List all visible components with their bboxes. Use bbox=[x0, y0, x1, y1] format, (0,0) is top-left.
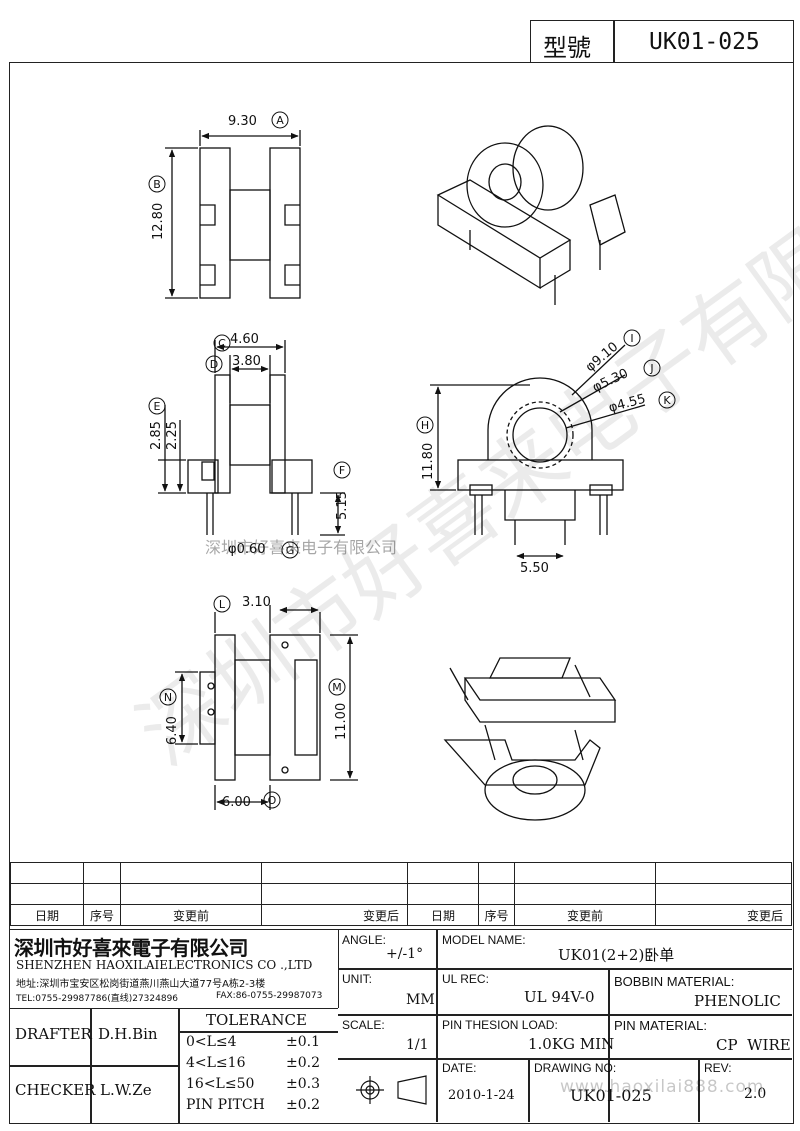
angle-value: +/-1° bbox=[386, 946, 424, 962]
scale-label: SCALE: bbox=[342, 1018, 385, 1032]
dim-side-outer: 4.60 bbox=[230, 332, 259, 347]
projection-symbol-icon bbox=[356, 1075, 427, 1105]
tag-f: F bbox=[339, 464, 345, 477]
tag-j: J bbox=[649, 362, 653, 375]
top-view bbox=[165, 130, 301, 299]
unit-label: UNIT: bbox=[342, 972, 372, 986]
tag-k: K bbox=[663, 394, 671, 407]
pin-material-value: CP WIRE bbox=[716, 1036, 791, 1054]
model-name-label: MODEL NAME: bbox=[442, 933, 526, 947]
tag-c: C bbox=[218, 337, 226, 350]
tag-o: O bbox=[268, 794, 277, 807]
ul-rec-value: UL 94V-0 bbox=[524, 988, 595, 1006]
tag-i: I bbox=[630, 332, 633, 345]
pin-tension-value: 1.0KG MIN bbox=[528, 1035, 615, 1053]
model-value: UK01-025 bbox=[649, 29, 760, 55]
company-tel: TEL:0755-29987786(直线)27324896 bbox=[16, 994, 179, 1004]
dim-bottom-height: 11.00 bbox=[334, 703, 349, 740]
drawing-no-value: UK01-025 bbox=[570, 1086, 652, 1105]
date-label: DATE: bbox=[442, 1061, 477, 1075]
tag-g: G bbox=[286, 544, 295, 557]
tag-b: B bbox=[153, 178, 161, 191]
technical-drawing: 9.30 12.80 4.60 3.80 2.85 2.25 5.15 φ0.6… bbox=[148, 111, 676, 821]
tag-h: H bbox=[421, 419, 429, 432]
tol-range-4: PIN PITCH bbox=[186, 1097, 265, 1113]
dim-top-height: 12.80 bbox=[151, 203, 166, 240]
watermark-horizontal: 深圳市好喜来电子有限公司 bbox=[205, 538, 398, 557]
tol-range-3: 16<L≤50 bbox=[186, 1076, 255, 1092]
tol-range-1: 0<L≤4 bbox=[186, 1034, 237, 1050]
tag-n: N bbox=[164, 691, 172, 704]
pin-material-label: PIN MATERIAL: bbox=[614, 1018, 707, 1033]
dim-side-h2: 2.25 bbox=[165, 421, 180, 450]
tag-m: M bbox=[332, 681, 342, 694]
company-address: 地址:深圳市宝安区松岗街道燕川燕山大道77号A栋2-3楼 bbox=[16, 979, 266, 990]
tag-e: E bbox=[154, 400, 161, 413]
ul-rec-label: UL REC: bbox=[442, 972, 489, 986]
rev-header-before-2: 变更前 bbox=[514, 904, 656, 926]
rev-header-no: 序号 bbox=[83, 904, 121, 926]
drawing-no-label: DRAWING NO: bbox=[534, 1061, 617, 1075]
dim-top-width: 9.30 bbox=[228, 114, 257, 129]
iso-view-top bbox=[436, 125, 626, 305]
model-name-value: UK01(2+2)卧单 bbox=[558, 946, 675, 964]
dim-front-height: 11.80 bbox=[421, 443, 436, 480]
bottom-view bbox=[175, 605, 358, 810]
company-name-en: SHENZHEN HAOXILAIELECTRONICS CO .,LTD bbox=[16, 958, 313, 972]
rev-value: 2.0 bbox=[744, 1086, 767, 1102]
rev-header-no-2: 序号 bbox=[478, 904, 515, 926]
rev-header-before: 变更前 bbox=[120, 904, 262, 926]
dim-front-d3: φ4.55 bbox=[607, 392, 647, 416]
iso-view-bottom bbox=[443, 657, 617, 821]
unit-value: MM bbox=[406, 992, 435, 1008]
revision-table: 日期 序号 变更前 变更后 日期 序号 变更前 变更后 bbox=[10, 862, 792, 926]
angle-label: ANGLE: bbox=[342, 933, 387, 947]
scale-value: 1/1 bbox=[406, 1037, 429, 1053]
bobbin-label: BOBBIN MATERIAL: bbox=[614, 974, 735, 989]
drafter-value: D.H.Bin bbox=[98, 1025, 158, 1043]
rev-header-after: 变更后 bbox=[261, 904, 408, 926]
dim-front-pitch: 5.50 bbox=[520, 561, 549, 576]
drafter-label: DRAFTER bbox=[15, 1025, 92, 1043]
tol-value-3: ±0.3 bbox=[286, 1076, 320, 1092]
front-view bbox=[430, 344, 646, 560]
tol-value-1: ±0.1 bbox=[286, 1034, 320, 1050]
company-box: 深圳市好喜來電子有限公司 SHENZHEN HAOXILAIELECTRONIC… bbox=[10, 930, 339, 1008]
rev-label: REV: bbox=[704, 1061, 732, 1075]
tol-value-4: ±0.2 bbox=[286, 1097, 320, 1113]
rev-header-date: 日期 bbox=[10, 904, 84, 926]
rev-header-date-2: 日期 bbox=[407, 904, 479, 926]
tag-l: L bbox=[219, 598, 226, 611]
model-header: 型號 UK01-025 bbox=[530, 20, 794, 63]
tag-d: D bbox=[210, 358, 218, 371]
dim-side-inner: 3.80 bbox=[232, 354, 261, 369]
company-fax: FAX:86-0755-29987073 bbox=[216, 991, 323, 1001]
dim-side-pin-dia: φ0.60 bbox=[228, 542, 266, 557]
dim-bottom-width: 3.10 bbox=[242, 595, 271, 610]
tol-range-2: 4<L≤16 bbox=[186, 1055, 246, 1071]
title-block: 深圳市好喜來電子有限公司 SHENZHEN HAOXILAIELECTRONIC… bbox=[10, 929, 792, 1123]
rev-header-after-2: 变更后 bbox=[655, 904, 792, 926]
model-label: 型號 bbox=[543, 34, 591, 62]
checker-value: L.W.Ze bbox=[100, 1081, 152, 1099]
pin-tension-label: PIN THESION LOAD: bbox=[442, 1018, 558, 1032]
bobbin-value: PHENOLIC bbox=[694, 992, 781, 1010]
checker-label: CHECKER bbox=[15, 1081, 96, 1099]
dim-side-h1: 2.85 bbox=[149, 421, 164, 450]
dim-bottom-inner: 6.40 bbox=[165, 716, 180, 745]
side-view bbox=[158, 340, 345, 536]
company-name-cn: 深圳市好喜來電子有限公司 bbox=[14, 936, 249, 960]
drawing-border bbox=[9, 62, 794, 1124]
dim-side-pin-len: 5.15 bbox=[335, 491, 350, 520]
tol-value-2: ±0.2 bbox=[286, 1055, 320, 1071]
date-value: 2010-1-24 bbox=[448, 1088, 515, 1103]
dim-bottom-length: 6.00 bbox=[222, 795, 251, 810]
tag-a: A bbox=[276, 114, 284, 127]
tolerance-title: TOLERANCE bbox=[206, 1011, 307, 1029]
watermark-footer: www.haoxilai888.com bbox=[560, 1077, 765, 1097]
